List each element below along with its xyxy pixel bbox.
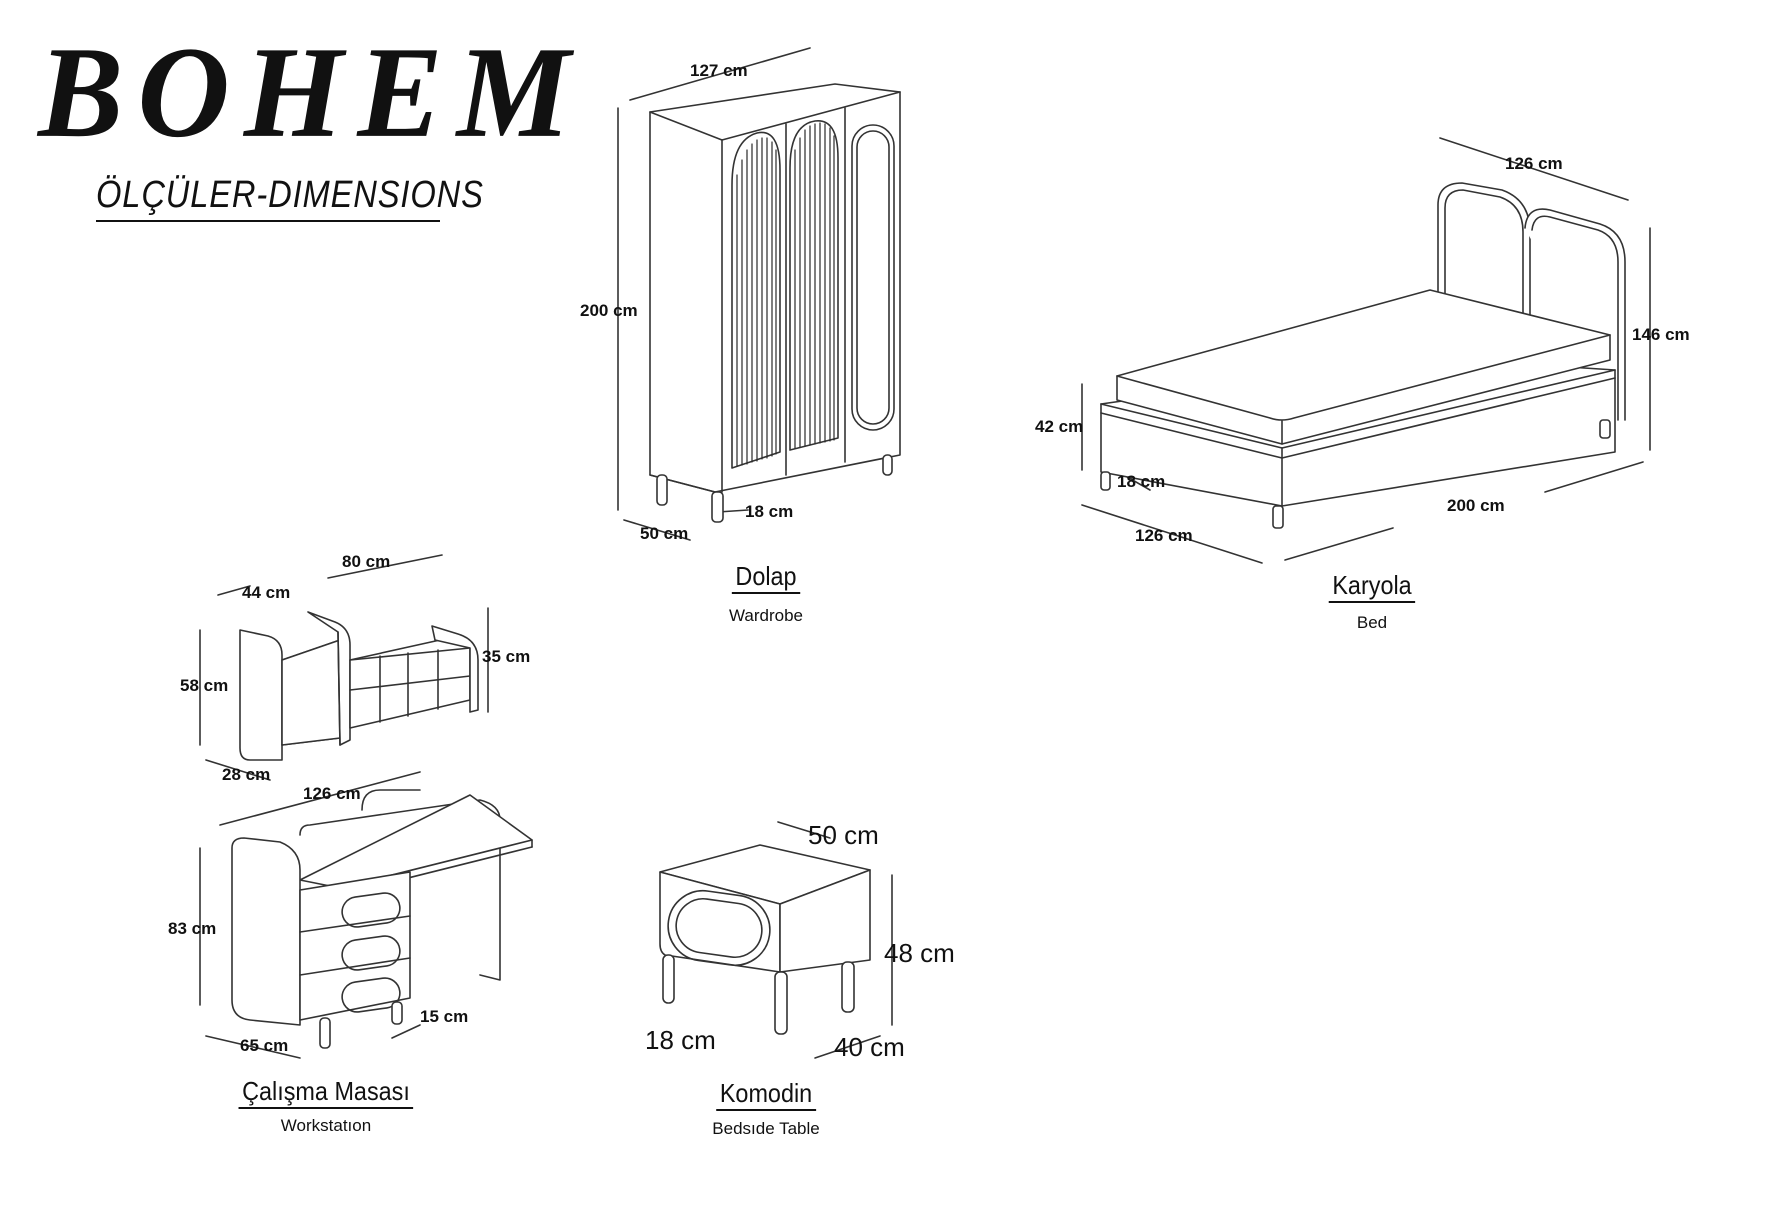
- shelf-left-width-line: [218, 586, 250, 595]
- workstation-name-en: Workstatıon: [280, 1116, 372, 1135]
- bed-name-en: Bed: [1356, 613, 1388, 632]
- wardrobe-depth-line: [624, 520, 690, 540]
- shelf-drawing: [200, 555, 488, 780]
- bedside-depth-dim: 40 cm: [834, 1032, 905, 1062]
- bed-head-width-line: [1440, 138, 1628, 200]
- bed-drawing: [1082, 138, 1650, 563]
- desk-width-dim: 126 cm: [303, 784, 361, 803]
- bed-leg-dim: 18 cm: [1117, 472, 1166, 491]
- desk-width-line: [220, 772, 420, 825]
- bedside-name-en: Bedsıde Table: [712, 1119, 820, 1138]
- workstation-name: Çalışma Masası: [238, 1078, 414, 1109]
- bedside-width-line: [778, 822, 830, 838]
- workstation-drawing: [200, 772, 532, 1058]
- bed-foot-width-dim: 126 cm: [1135, 526, 1193, 545]
- bedside-front: [660, 872, 780, 972]
- bedside-door-oval: [664, 886, 775, 970]
- wardrobe-drawing: [618, 48, 900, 540]
- wardrobe-name: Dolap: [731, 563, 801, 594]
- desk-side-panel: [232, 838, 300, 1025]
- shelf-right-height-dim: 35 cm: [482, 647, 531, 666]
- wardrobe-width-line: [630, 48, 810, 100]
- shelf-depth-dim: 28 cm: [222, 765, 271, 784]
- shelf-top-width-line: [328, 555, 442, 578]
- desk-depth-line: [206, 1036, 300, 1058]
- desk-leg-dim: 15 cm: [420, 1007, 469, 1026]
- bed-name: Karyola: [1328, 572, 1416, 603]
- bed-side-height-dim: 42 cm: [1035, 417, 1084, 436]
- page-subtitle: ÖLÇÜLER-DIMENSIONS: [96, 174, 484, 216]
- bedside-leg-dim: 18 cm: [645, 1025, 716, 1055]
- desk-leg-line: [392, 1025, 420, 1038]
- brand-logo: BOHEM: [38, 19, 585, 165]
- bed-foot-width-line: [1082, 505, 1262, 563]
- wardrobe-height-dim: 200 cm: [580, 301, 638, 320]
- bed-headboard-right: [1525, 209, 1625, 420]
- bedside-depth-line: [815, 1036, 880, 1058]
- bedside-height-dim: 48 cm: [884, 938, 955, 968]
- bed-head-width-dim: 126 cm: [1505, 154, 1563, 173]
- shelf-height-dim: 58 cm: [180, 676, 229, 695]
- desk-drawers: [300, 872, 410, 1020]
- desk-height-dim: 83 cm: [168, 919, 217, 938]
- subtitle-underline: [96, 220, 440, 222]
- bed-length-dim: 200 cm: [1447, 496, 1505, 515]
- wardrobe-slats: [737, 123, 834, 466]
- desk-depth-dim: 65 cm: [240, 1036, 289, 1055]
- bed-head-height-dim: 146 cm: [1632, 325, 1690, 344]
- wardrobe-depth-dim: 50 cm: [640, 524, 689, 543]
- wardrobe-leg-dim: 18 cm: [745, 502, 794, 521]
- wardrobe-name-en: Wardrobe: [728, 606, 804, 625]
- bedside-drawing: [660, 822, 892, 1058]
- bed-length-line-2: [1285, 528, 1393, 560]
- bedside-width-dim: 50 cm: [808, 820, 879, 850]
- shelf-depth-line: [206, 760, 270, 780]
- shelf-top-width-dim: 80 cm: [342, 552, 391, 571]
- bed-mattress: [1117, 290, 1610, 444]
- bed-length-line: [1545, 462, 1643, 492]
- wardrobe-width-dim: 127 cm: [690, 61, 748, 80]
- shelf-left-width-dim: 44 cm: [242, 583, 291, 602]
- wardrobe-mirror: [852, 125, 894, 430]
- bedside-name: Komodin: [716, 1080, 816, 1111]
